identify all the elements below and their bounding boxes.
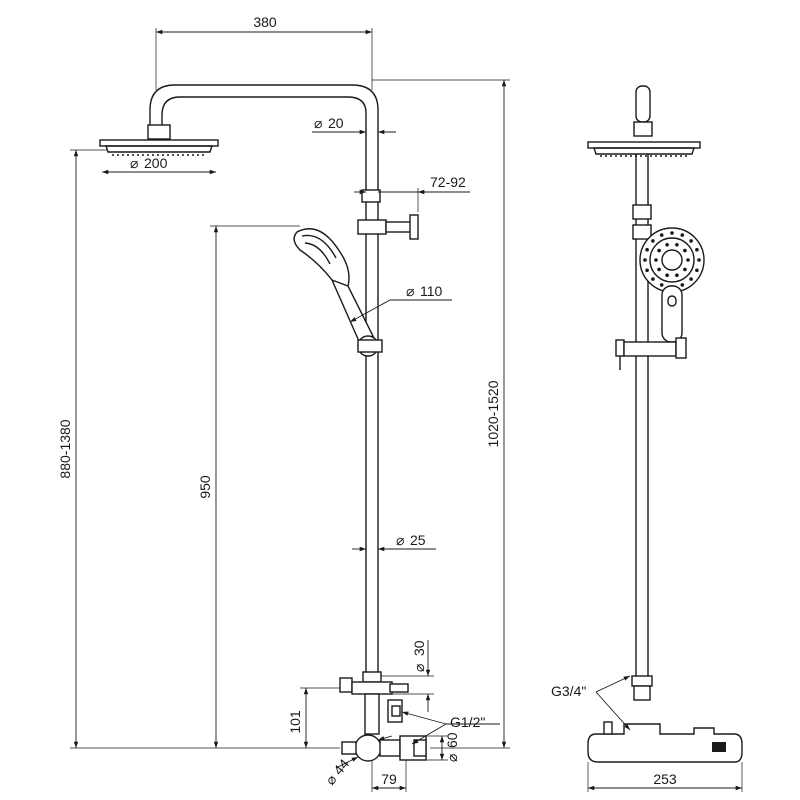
- dim-label-body-width: 79: [381, 771, 397, 787]
- side-riser: [632, 154, 652, 676]
- dim-label-hand-shower-diameter: 110: [420, 283, 443, 299]
- overhead-shower-head: [99, 124, 219, 156]
- dimension-valve-diameter: ⌀ 30: [381, 640, 434, 712]
- upper-tube: [361, 189, 381, 222]
- spray-nozzle-dot: [657, 248, 661, 253]
- dim-label-bracket-offset: 72-92: [430, 174, 466, 190]
- dimension-head-diameter: ⌀ 200: [102, 155, 216, 175]
- front-view: 380 ⌀ 20 ⌀ 200 72-92 ⌀ 110: [57, 14, 510, 792]
- dim-label-rail-diameter: 25: [410, 532, 426, 548]
- spray-nozzle-dot: [645, 247, 649, 252]
- spray-nozzle-dot: [675, 243, 679, 247]
- side-view: G3/4" 253: [551, 85, 743, 792]
- wall-bracket: [357, 214, 419, 240]
- diameter-symbol: ⌀: [406, 283, 414, 299]
- slide-rail: [365, 234, 379, 680]
- side-dimension-inlet-thread: G3/4": [551, 675, 631, 731]
- spray-nozzle-dot: [680, 233, 685, 237]
- spray-nozzle-dot: [680, 283, 685, 287]
- diameter-symbol: ⌀: [314, 115, 322, 131]
- spray-nozzle-dot: [665, 243, 669, 247]
- dimension-body-diameter: ⌀ 60: [426, 732, 460, 762]
- side-hand-shower: [639, 227, 705, 343]
- spray-nozzle-dot: [645, 268, 649, 273]
- spray-nozzle-dot: [654, 258, 658, 262]
- side-overhead-shower-head: [587, 85, 701, 157]
- spray-nozzle-dot: [643, 258, 647, 262]
- dim-label-valve-diameter: 30: [411, 640, 427, 656]
- dim-label-total-height: 1020-1520: [485, 380, 501, 447]
- spray-nozzle-dot: [659, 283, 664, 287]
- dim-label-base-height: 101: [287, 710, 303, 734]
- diameter-symbol: ⌀: [396, 532, 404, 548]
- dimension-inlet-thread: G1/2": [401, 711, 500, 745]
- spray-nozzle-dot: [665, 273, 669, 278]
- dimension-body-width: 79: [371, 760, 407, 792]
- side-dimension-mixer-width: 253: [587, 762, 743, 792]
- spray-nozzle-dot: [670, 231, 674, 235]
- spray-nozzle-dot: [689, 239, 693, 243]
- dimension-bracket-offset: 72-92: [354, 174, 470, 212]
- spray-nozzle-dot: [695, 268, 699, 273]
- spray-nozzle-dot: [683, 248, 687, 253]
- dimension-head-height: 880-1380: [57, 149, 340, 749]
- dim-label-head-height: 880-1380: [57, 419, 73, 478]
- spray-nozzle-dot: [657, 267, 661, 272]
- side-dim-label-mixer-width: 253: [653, 771, 677, 787]
- diameter-symbol: ⌀: [411, 664, 427, 672]
- shower-arm: [149, 84, 379, 195]
- side-dim-label-inlet-thread: G3/4": [551, 683, 586, 699]
- dim-label-inlet-thread: G1/2": [450, 714, 485, 730]
- dimension-arm-diameter: ⌀ 20: [312, 115, 396, 135]
- diameter-symbol: ⌀: [444, 754, 460, 762]
- dimension-rail-diameter: ⌀ 25: [352, 532, 436, 552]
- dimension-base-height: 101: [287, 687, 340, 748]
- side-mixer: [587, 675, 743, 763]
- dim-label-knob-diameter: 44: [330, 756, 352, 778]
- spray-nozzle-dot: [683, 267, 687, 272]
- spray-nozzle-dot: [651, 277, 655, 281]
- dim-label-arm-diameter: 20: [328, 115, 344, 131]
- dim-label-slide-height: 950: [197, 475, 213, 499]
- spray-nozzle-dot: [697, 258, 701, 262]
- diameter-symbol: ⌀: [130, 155, 138, 171]
- dimension-slide-height: 950: [197, 225, 300, 748]
- spray-nozzle-dot: [695, 247, 699, 252]
- dim-label-arm-reach: 380: [253, 14, 277, 30]
- side-slider: [615, 337, 687, 370]
- spray-nozzle-dot: [686, 258, 690, 262]
- dim-label-body-diameter: 60: [444, 732, 460, 748]
- spray-nozzle-dot: [689, 277, 693, 281]
- spray-nozzle-dot: [659, 233, 664, 237]
- spray-nozzle-dot: [651, 239, 655, 243]
- dimension-arm-reach: 380: [155, 14, 373, 90]
- dim-label-head-diameter: 200: [144, 155, 168, 171]
- spray-nozzle-dot: [675, 273, 679, 278]
- mixer-valve: [339, 671, 427, 762]
- hand-shower: [293, 228, 383, 357]
- spray-nozzles: [643, 231, 701, 289]
- dimension-hand-shower-diameter: ⌀ 110: [349, 283, 452, 323]
